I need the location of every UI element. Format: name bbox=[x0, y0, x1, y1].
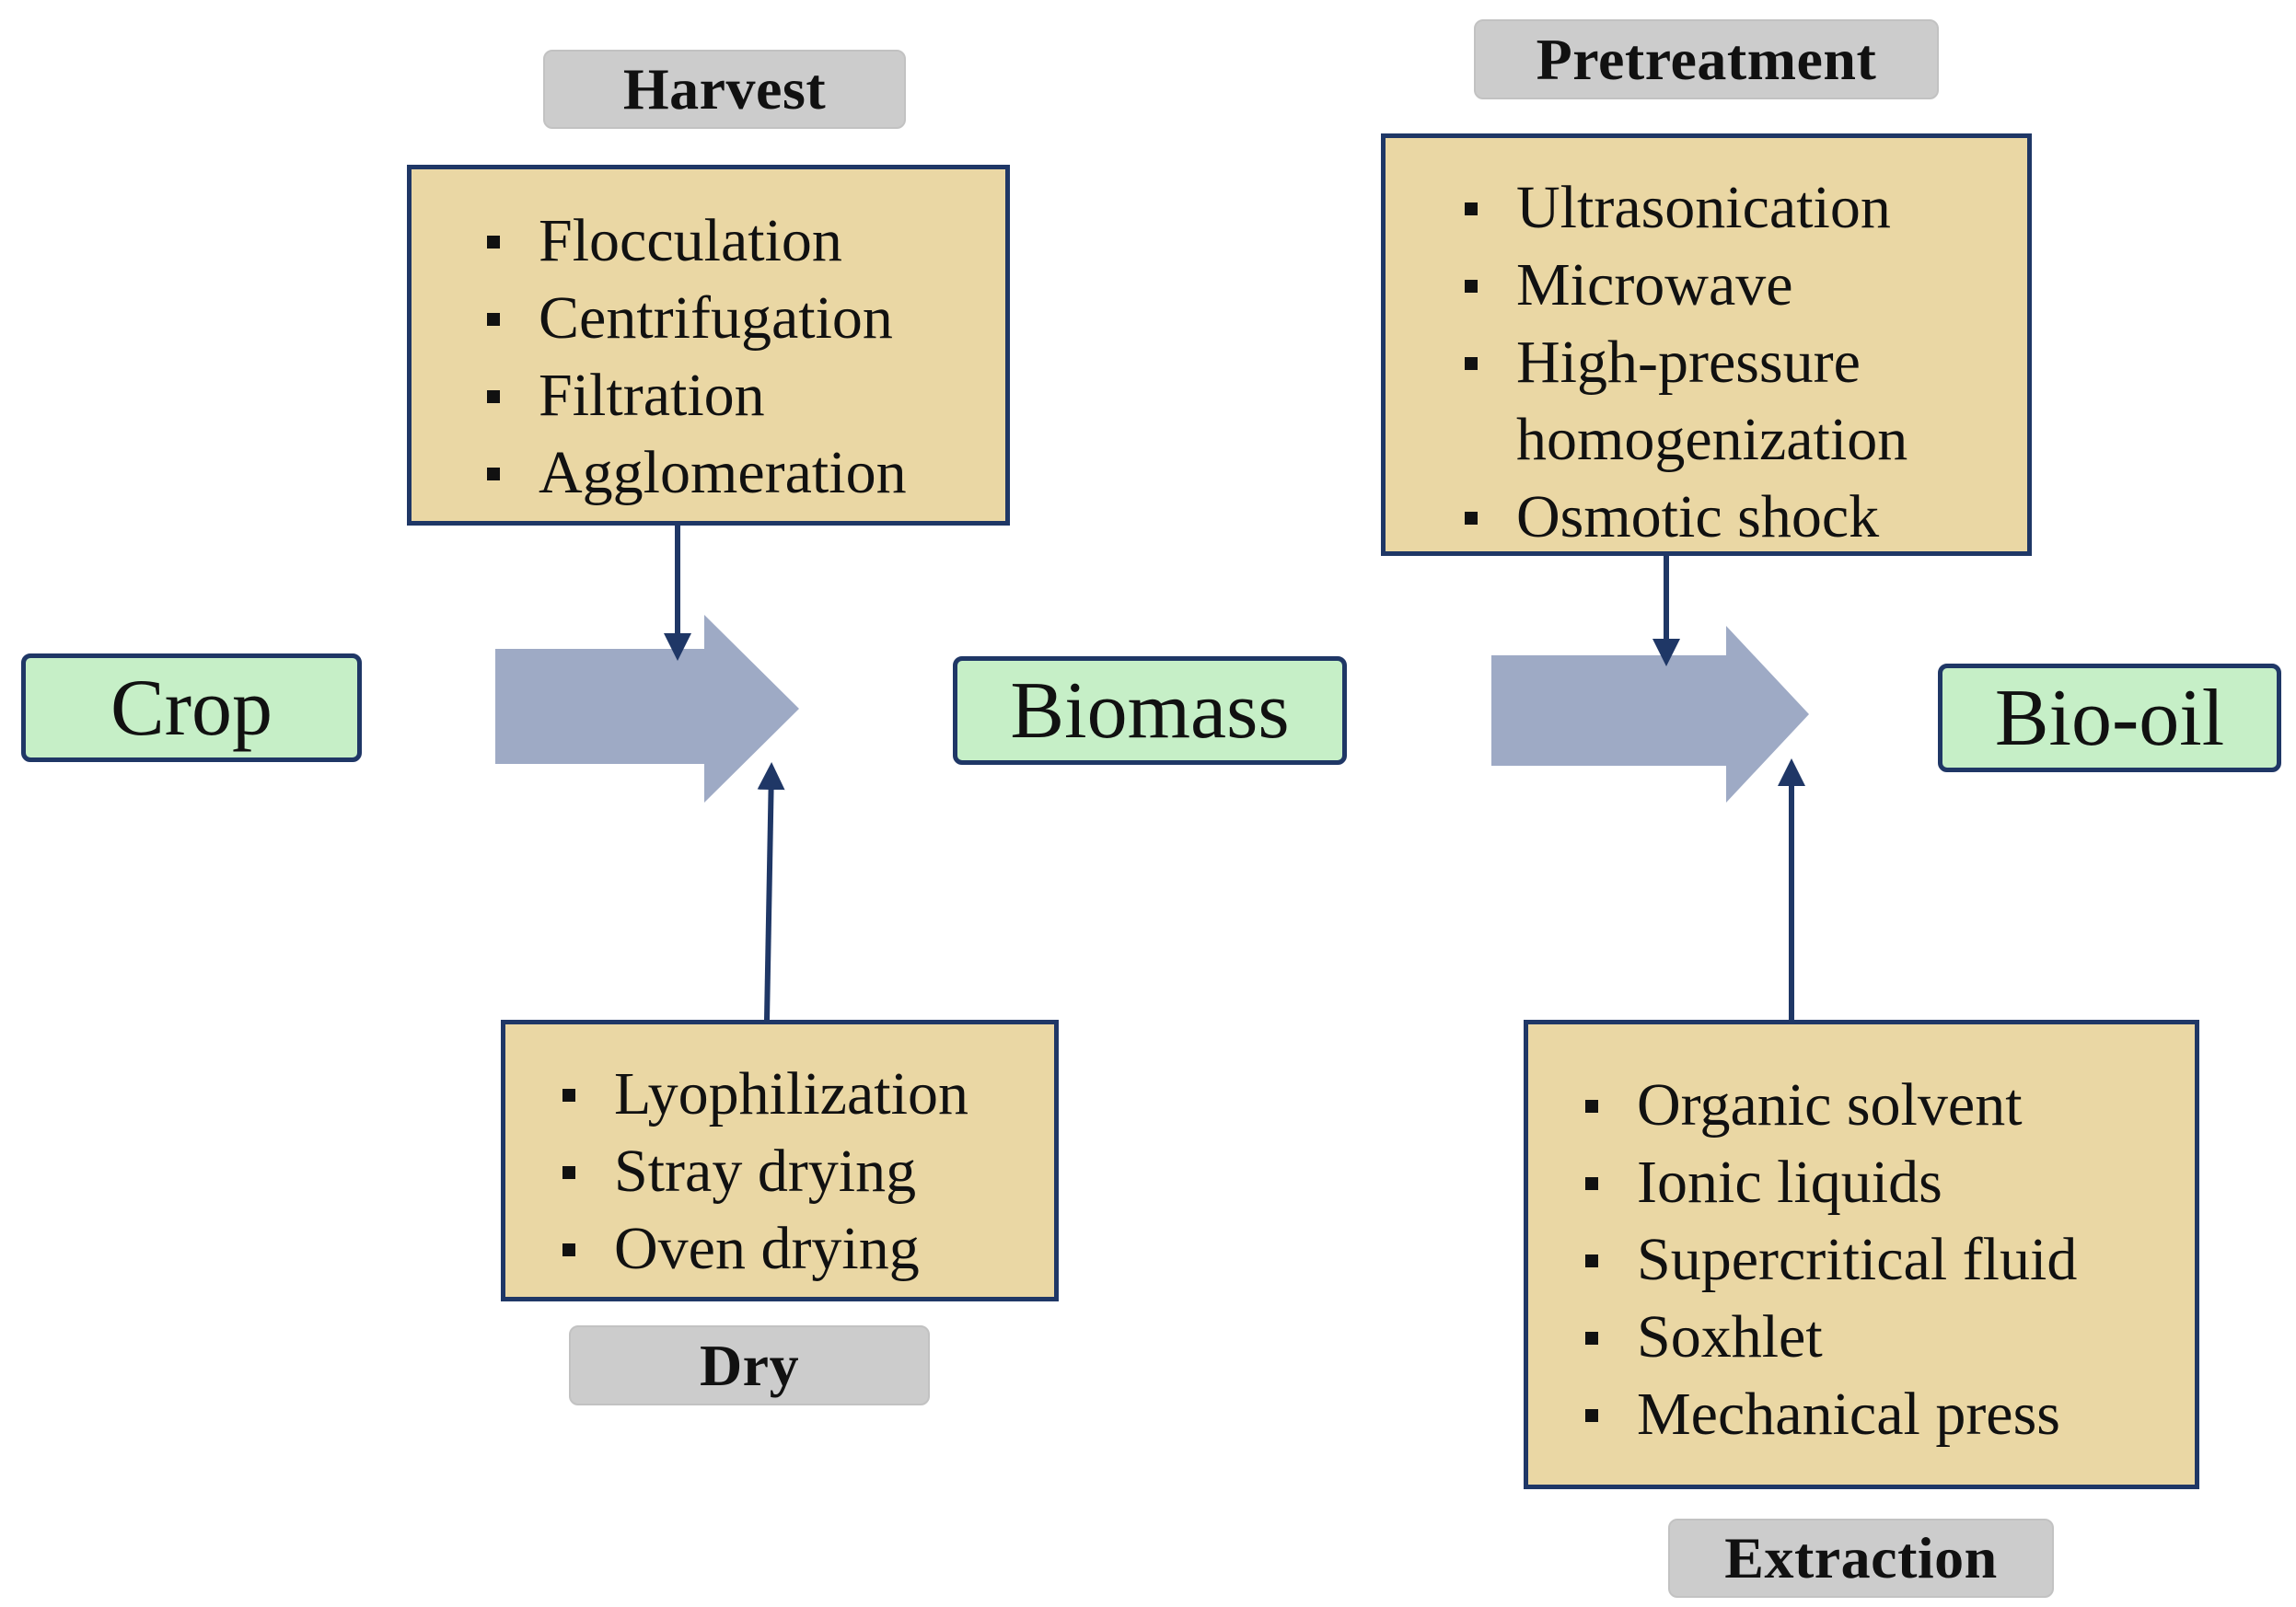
dry-connector-arrow bbox=[757, 762, 785, 1021]
dry-methods-box: Lyophilization Stray drying Oven drying bbox=[501, 1020, 1059, 1301]
extraction-methods-list: Organic solvent Ionic liquids Supercriti… bbox=[1585, 1067, 2195, 1453]
pretreatment-methods-box: Ultrasonication Microwave High-pressure … bbox=[1381, 133, 2032, 556]
list-item: Soxhlet bbox=[1585, 1299, 2195, 1376]
extraction-methods-box: Organic solvent Ionic liquids Supercriti… bbox=[1524, 1020, 2199, 1489]
list-item: Oven drying bbox=[562, 1210, 1054, 1288]
pretreatment-methods-list: Ultrasonication Microwave High-pressure … bbox=[1465, 169, 2027, 556]
list-item: Stray drying bbox=[562, 1133, 1054, 1210]
list-item: Mechanical press bbox=[1585, 1376, 2195, 1453]
harvest-methods-box: Flocculation Centrifugation Filtration A… bbox=[407, 165, 1010, 526]
list-item: Flocculation bbox=[487, 202, 1005, 280]
extraction-tag: Extraction bbox=[1668, 1519, 2054, 1598]
harvest-methods-list: Flocculation Centrifugation Filtration A… bbox=[487, 202, 1005, 512]
list-item: Filtration bbox=[487, 357, 1005, 434]
list-item: Lyophilization bbox=[562, 1056, 1054, 1133]
list-item: Supercritical fluid bbox=[1585, 1221, 2195, 1299]
list-item: Osmotic shock bbox=[1465, 479, 2027, 556]
list-item: Agglomeration bbox=[487, 434, 1005, 512]
list-item: Organic solvent bbox=[1585, 1067, 2195, 1144]
dry-tag: Dry bbox=[569, 1325, 930, 1405]
list-item: Ionic liquids bbox=[1585, 1144, 2195, 1221]
crop-node: Crop bbox=[21, 653, 362, 762]
block-arrow-biomass-to-biooil bbox=[1491, 626, 1809, 803]
list-item: Centrifugation bbox=[487, 280, 1005, 357]
harvest-tag: Harvest bbox=[543, 50, 906, 129]
list-item: Ultrasonication bbox=[1465, 169, 2027, 247]
biomass-node: Biomass bbox=[953, 656, 1347, 765]
dry-methods-list: Lyophilization Stray drying Oven drying bbox=[562, 1056, 1054, 1288]
list-item: Microwave bbox=[1465, 247, 2027, 324]
block-arrow-crop-to-biomass bbox=[495, 615, 799, 803]
biooil-node: Bio-oil bbox=[1938, 664, 2281, 772]
pretreatment-tag: Pretreatment bbox=[1474, 19, 1939, 99]
list-item: High-pressure homogenization bbox=[1465, 324, 1995, 479]
